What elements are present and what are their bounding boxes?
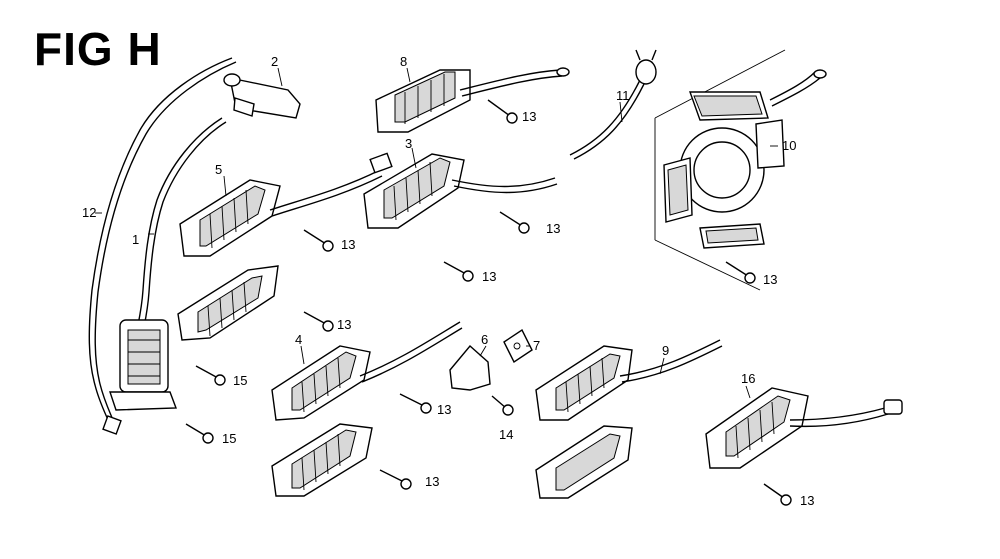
callout-9: 9 [662, 343, 670, 358]
callout-13-b: 13 [546, 221, 561, 236]
callout-7: 7 [533, 338, 541, 353]
callout-15-a: 15 [233, 373, 248, 388]
callout-13-g: 13 [425, 474, 440, 489]
cable-12 [88, 57, 237, 435]
cable-1 [137, 117, 227, 328]
callout-13-f: 13 [437, 402, 452, 417]
plate-7 [503, 328, 533, 364]
coil-bottom-left [271, 423, 373, 497]
plug-cap-2 [223, 73, 301, 119]
coil-5 [179, 152, 393, 257]
callout-13-h: 13 [763, 272, 778, 287]
stator-assembly-10 [654, 49, 827, 291]
callout-15-b: 15 [222, 431, 237, 446]
leader-lines [95, 67, 778, 399]
callout-13-e: 13 [337, 317, 352, 332]
figure-title: FIG H [34, 23, 162, 75]
callout-6: 6 [481, 332, 489, 347]
callout-13-d: 13 [482, 269, 497, 284]
callout-5: 5 [215, 162, 223, 177]
ignition-coil [109, 319, 177, 411]
callout-13-a: 13 [522, 109, 537, 124]
bolts [185, 99, 792, 506]
coil-3 [363, 153, 558, 229]
bracket-6 [449, 344, 491, 391]
callout-8: 8 [400, 54, 408, 69]
callout-11: 11 [616, 88, 630, 103]
coil-4 [271, 321, 463, 421]
callout-2: 2 [271, 54, 279, 69]
coil-9 [535, 339, 723, 499]
callout-14: 14 [499, 427, 514, 442]
callout-16: 16 [741, 371, 756, 386]
callout-3: 3 [405, 136, 413, 151]
callout-10: 10 [782, 138, 797, 153]
cable-11 [569, 49, 657, 160]
callout-4: 4 [295, 332, 303, 347]
callout-12: 12 [82, 205, 97, 220]
callout-13-c: 13 [341, 237, 356, 252]
coil-16 [705, 387, 903, 469]
callout-1: 1 [132, 232, 140, 247]
callout-13-i: 13 [800, 493, 815, 508]
coil-left-middle [177, 265, 279, 341]
coil-8 [375, 67, 570, 133]
